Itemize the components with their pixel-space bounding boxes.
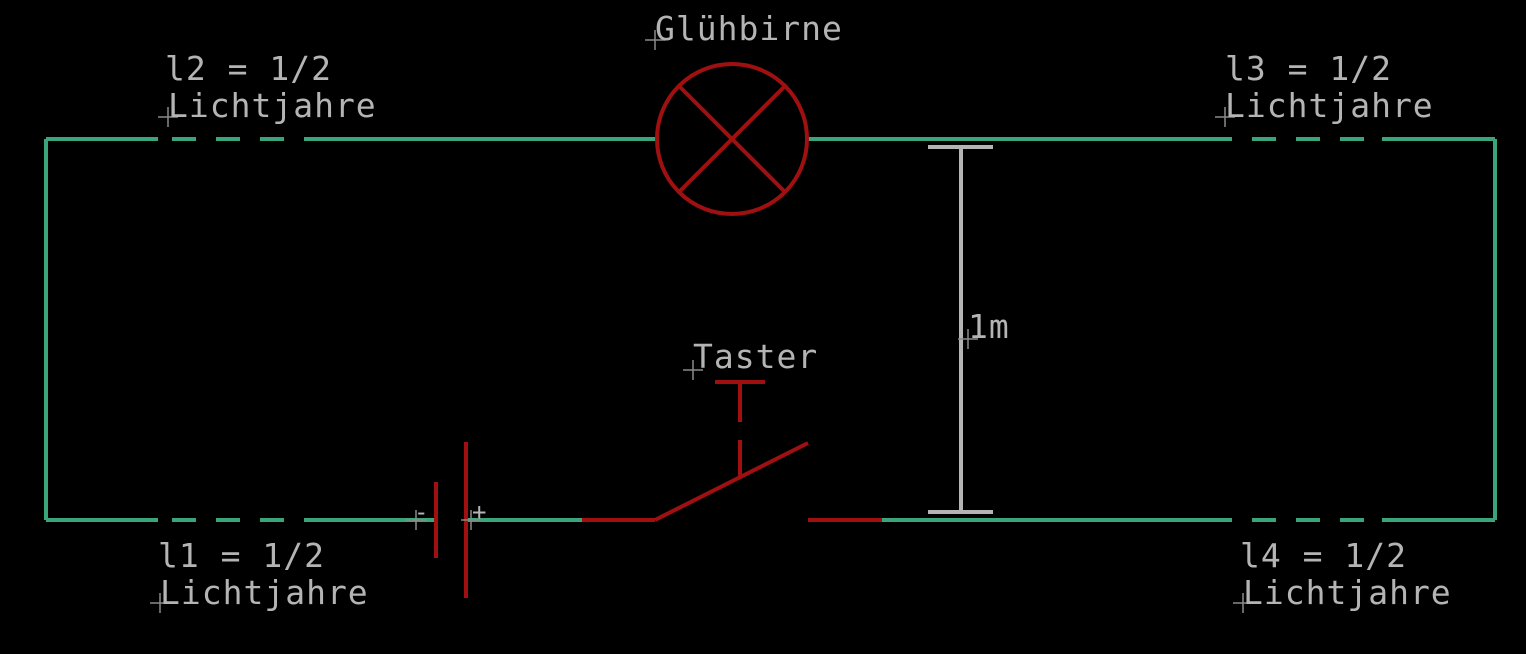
anchor-cross-plus xyxy=(461,510,481,530)
battery-plus-label: + xyxy=(472,498,486,526)
dimension-marker xyxy=(928,145,993,514)
anchor-cross-minus xyxy=(406,510,426,530)
labels: Glühbirne l2 = 1/2 Lichtjahre l3 = 1/2 L… xyxy=(158,9,1452,612)
button-label: Taster xyxy=(693,337,818,376)
anchor-cross-dimension xyxy=(958,329,978,349)
wire-l1-label-line2: Lichtjahre xyxy=(160,573,369,612)
anchor-crosses xyxy=(150,30,1253,613)
bulb-label: Glühbirne xyxy=(655,9,843,48)
anchor-cross-l1 xyxy=(150,593,170,613)
wire-l4-label-line2: Lichtjahre xyxy=(1243,573,1452,612)
wire-l3-label-line2: Lichtjahre xyxy=(1225,86,1434,125)
anchor-cross-bulb xyxy=(645,30,665,50)
wires xyxy=(44,137,1497,522)
switch-contact-arm xyxy=(654,441,809,522)
wire-l3-label-line1: l3 = 1/2 xyxy=(1225,49,1392,88)
wire-l2-label-line2: Lichtjahre xyxy=(168,86,377,125)
battery-minus-label: - xyxy=(414,498,428,526)
button-switch-symbol xyxy=(582,380,882,522)
anchor-cross-taster xyxy=(683,360,703,380)
bulb-symbol xyxy=(655,62,809,216)
anchor-cross-l4 xyxy=(1233,593,1253,613)
bulb-cross-b xyxy=(677,84,787,194)
dimension-label: 1m xyxy=(968,307,1010,346)
bulb-circle xyxy=(655,62,809,216)
anchor-cross-l3 xyxy=(1215,107,1235,127)
anchor-cross-l2 xyxy=(158,107,178,127)
wire-l4-label-line1: l4 = 1/2 xyxy=(1240,536,1407,575)
wire-l1-label-line1: l1 = 1/2 xyxy=(158,536,325,575)
wire-l2-label-line1: l2 = 1/2 xyxy=(165,49,332,88)
